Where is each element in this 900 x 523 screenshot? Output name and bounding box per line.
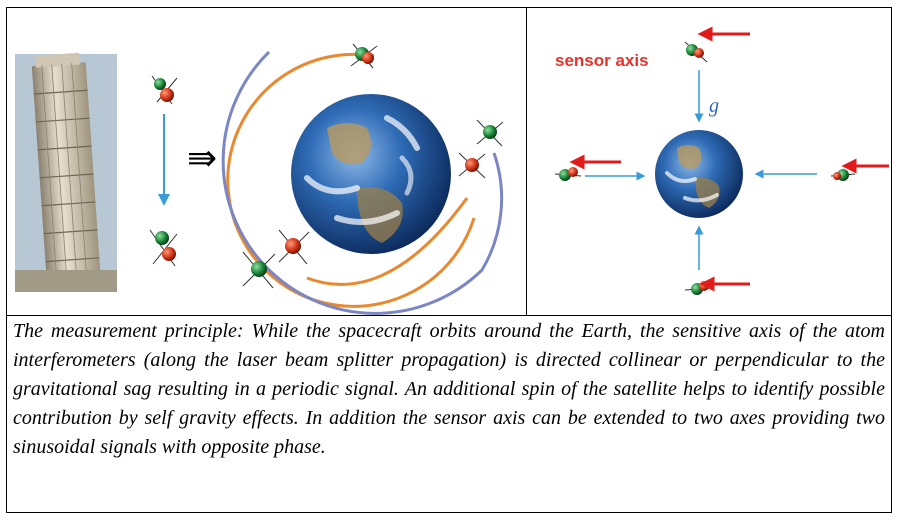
earth-globe bbox=[291, 94, 451, 254]
figure-frame: ⇛ bbox=[6, 7, 892, 513]
blue-orbit bbox=[221, 50, 504, 315]
orange-orbit bbox=[226, 52, 476, 308]
figure-caption: The measurement principle: While the spa… bbox=[13, 320, 885, 458]
sensor-axis-label: sensor axis bbox=[555, 51, 649, 70]
gravity-vector-label: g⃗ bbox=[709, 95, 735, 117]
left-illustration: ⇛ bbox=[15, 43, 504, 315]
caption-divider bbox=[7, 315, 891, 316]
leaning-tower-image bbox=[15, 52, 117, 292]
earth-globe bbox=[655, 130, 743, 218]
atom-icon bbox=[684, 41, 708, 63]
atom-icon bbox=[458, 119, 504, 179]
atom-icon bbox=[149, 229, 178, 267]
atom-icon bbox=[830, 169, 856, 181]
right-panel: sensor axis g⃗ bbox=[527, 8, 891, 315]
orange-orbit-bottom bbox=[306, 197, 469, 286]
implies-symbol: ⇛ bbox=[187, 138, 217, 179]
atom-icon bbox=[350, 43, 378, 69]
atom-icon bbox=[151, 75, 178, 105]
right-illustration: sensor axis g⃗ bbox=[554, 26, 889, 295]
atom-icon bbox=[242, 229, 310, 289]
atom-icon bbox=[554, 167, 582, 181]
panel-divider bbox=[526, 8, 527, 315]
left-panel: ⇛ bbox=[7, 8, 526, 315]
